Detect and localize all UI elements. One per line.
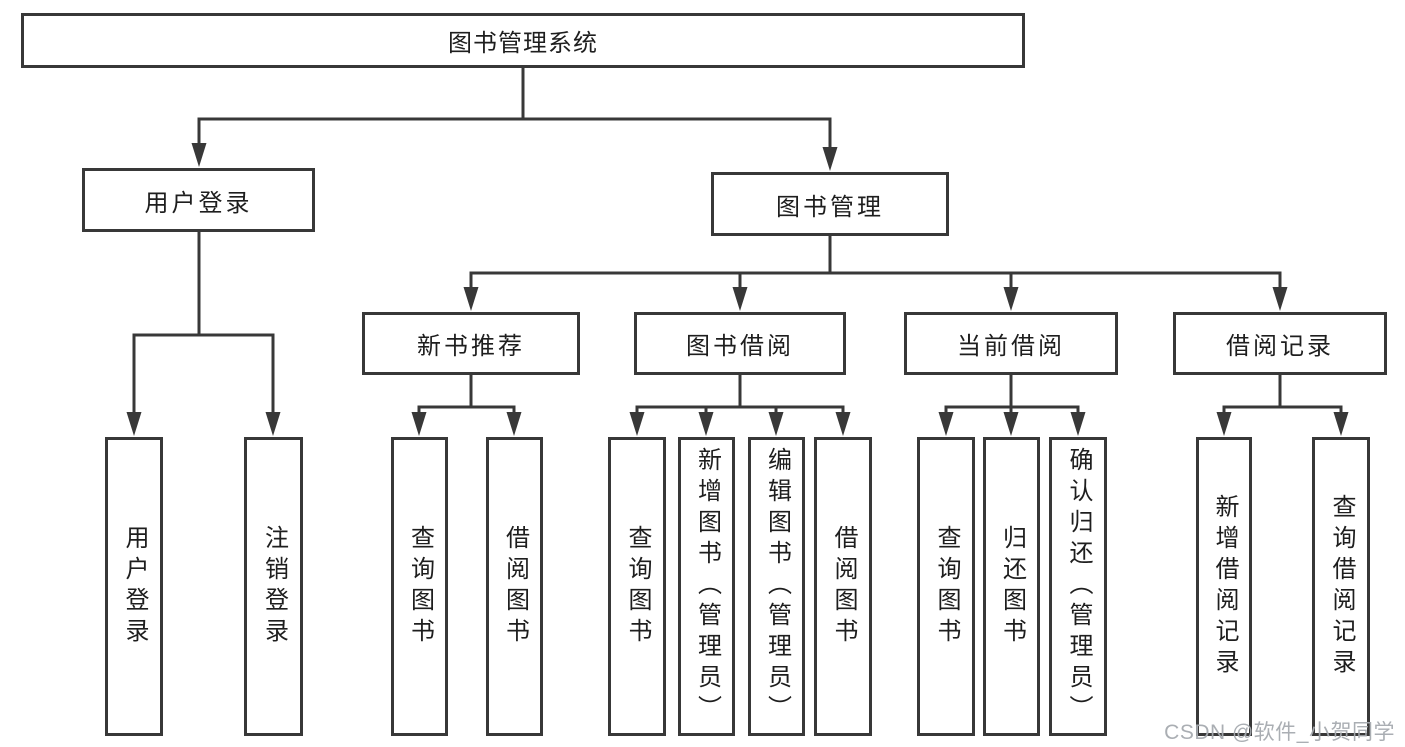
arrow-down-icon bbox=[1003, 287, 1019, 311]
leaf-borrow-books: 借阅图书 bbox=[814, 437, 872, 736]
leaf-query-books-recommend: 查询图书 bbox=[391, 437, 448, 736]
leaf-query-books-current: 查询图书 bbox=[917, 437, 975, 736]
node-book-management: 图书管理 bbox=[711, 172, 949, 236]
node-book-borrowing: 图书借阅 bbox=[634, 312, 846, 375]
tree-edges bbox=[132, 66, 1343, 416]
arrow-down-icon bbox=[698, 412, 714, 436]
leaf-add-borrow-record: 新增借阅记录 bbox=[1196, 437, 1252, 736]
edge-root-to-level2 bbox=[197, 66, 832, 151]
leaf-confirm-return-admin: 确认归还（管理员） bbox=[1049, 437, 1107, 736]
leaf-query-books-borrow: 查询图书 bbox=[608, 437, 666, 736]
node-current-borrowing: 当前借阅 bbox=[904, 312, 1118, 375]
arrow-down-icon bbox=[938, 412, 954, 436]
arrow-down-icon bbox=[463, 287, 479, 311]
leaf-query-borrow-record: 查询借阅记录 bbox=[1312, 437, 1370, 736]
arrow-down-icon bbox=[629, 412, 645, 436]
edge-book-management-children bbox=[469, 234, 1282, 292]
csdn-watermark: CSDN @软件_小贺同学 bbox=[1164, 721, 1395, 744]
leaf-logout: 注销登录 bbox=[244, 437, 303, 736]
leaf-user-login: 用户登录 bbox=[105, 437, 163, 736]
leaf-edit-books-admin: 编辑图书（管理员） bbox=[748, 437, 805, 736]
arrow-down-icon bbox=[411, 412, 427, 436]
arrowheads bbox=[126, 143, 1349, 436]
node-user-login: 用户登录 bbox=[82, 168, 315, 232]
edge-current-borrow-children bbox=[944, 373, 1080, 416]
edge-book-borrow-children bbox=[635, 373, 845, 416]
arrow-down-icon bbox=[126, 412, 142, 436]
arrow-down-icon bbox=[1003, 412, 1019, 436]
arrow-down-icon bbox=[265, 412, 281, 436]
node-root-library-system: 图书管理系统 bbox=[21, 13, 1025, 68]
edge-borrow-record-children bbox=[1222, 373, 1343, 416]
arrow-down-icon bbox=[1216, 412, 1232, 436]
arrow-down-icon bbox=[1272, 287, 1288, 311]
arrow-down-icon bbox=[732, 287, 748, 311]
node-new-book-recommendation: 新书推荐 bbox=[362, 312, 580, 375]
leaf-add-books-admin: 新增图书（管理员） bbox=[678, 437, 735, 736]
arrow-down-icon bbox=[191, 143, 207, 167]
leaf-return-books: 归还图书 bbox=[983, 437, 1040, 736]
arrow-down-icon bbox=[1333, 412, 1349, 436]
arrow-down-icon bbox=[1070, 412, 1086, 436]
arrow-down-icon bbox=[506, 412, 522, 436]
arrow-down-icon bbox=[768, 412, 784, 436]
node-borrowing-records: 借阅记录 bbox=[1173, 312, 1387, 375]
edge-new-book-children bbox=[417, 373, 516, 416]
leaf-borrow-books-recommend: 借阅图书 bbox=[486, 437, 543, 736]
arrow-down-icon bbox=[822, 147, 838, 171]
arrow-down-icon bbox=[835, 412, 851, 436]
edge-user-login-children bbox=[132, 230, 275, 416]
